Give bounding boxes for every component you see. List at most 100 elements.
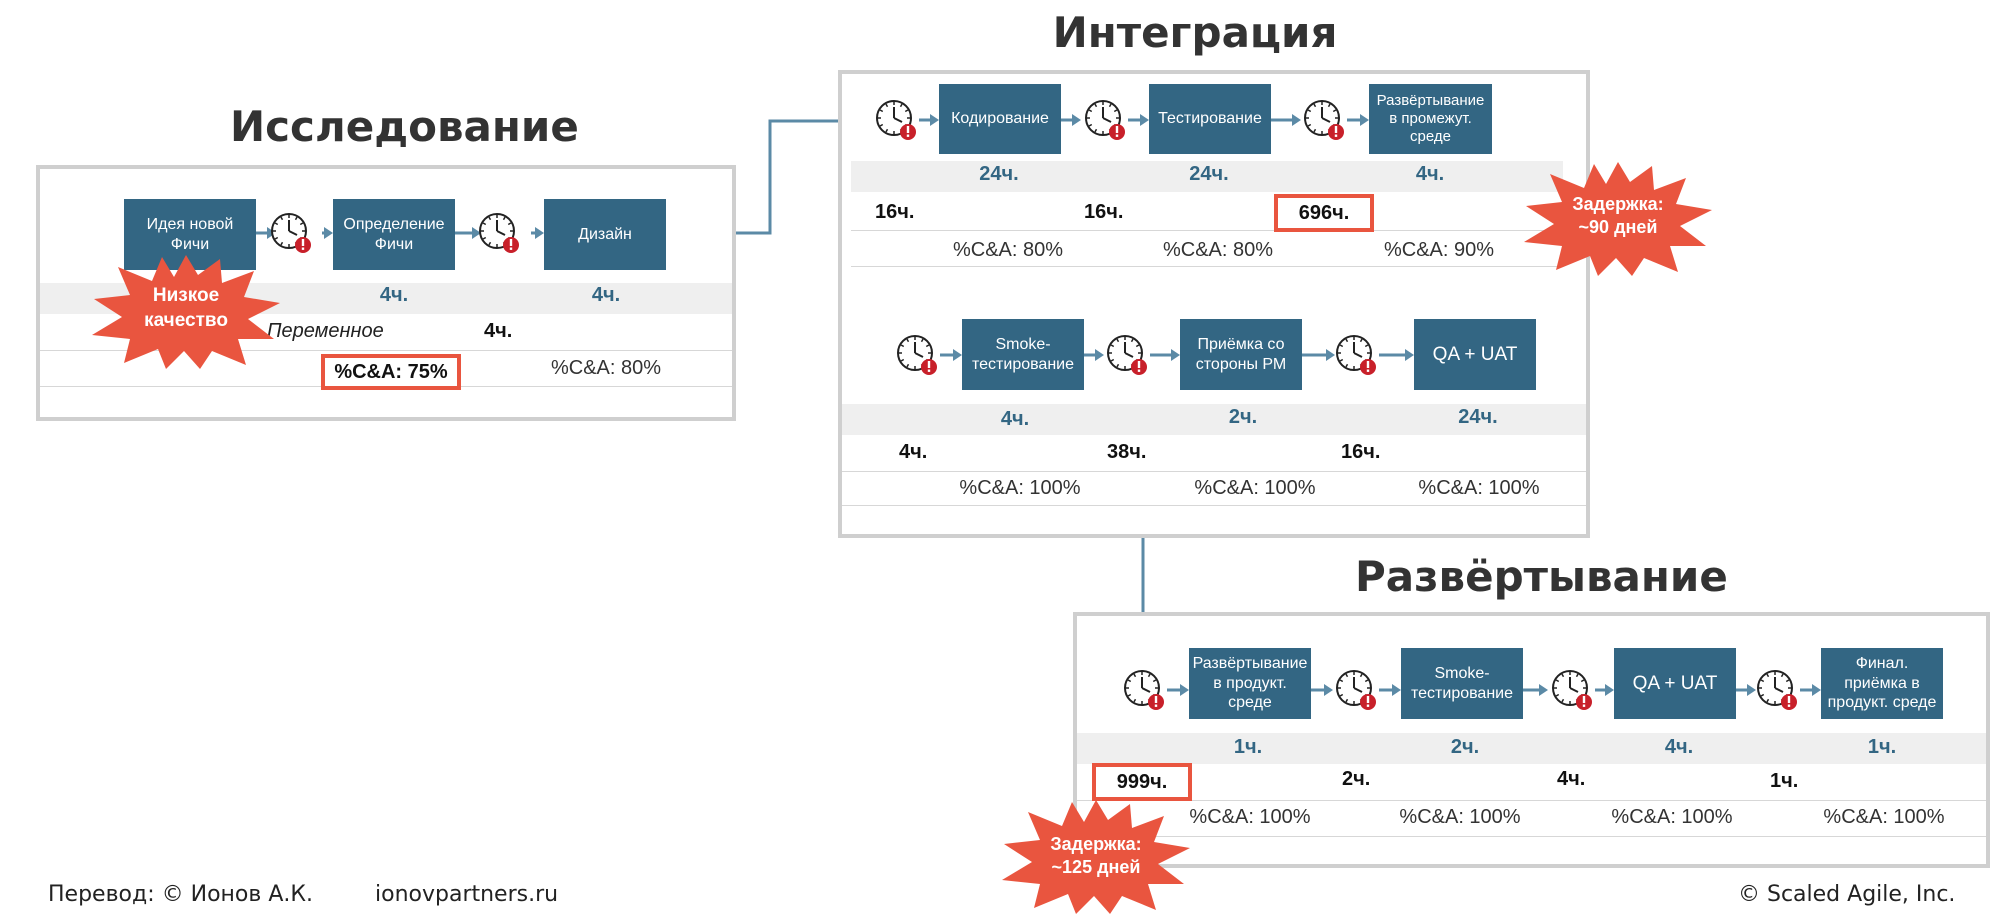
flow-arrow	[1379, 684, 1401, 696]
wait-clock-icon	[479, 213, 519, 253]
wait-clock-icon	[1336, 670, 1376, 710]
footer-site: ionovpartners.ru	[375, 882, 559, 907]
flow-arrow	[1084, 349, 1104, 361]
deployment-title: Развёртывание	[1355, 552, 1728, 601]
ca-value: %C&A: 80%	[1162, 239, 1274, 261]
wait-clock-icon	[897, 335, 937, 375]
wait-clock-icon	[1552, 670, 1592, 710]
process-time: 1ч.	[1233, 736, 1263, 758]
flow-arrow	[1311, 684, 1333, 696]
lead-time: 38ч.	[1107, 441, 1147, 463]
flow-arrow	[1271, 114, 1301, 126]
deployment-row-divider	[1077, 800, 1986, 801]
process-time: 24ч.	[979, 163, 1019, 185]
wait-clock-icon	[876, 100, 916, 140]
flow-arrow	[1800, 684, 1821, 696]
flow-arrow	[1167, 684, 1189, 696]
footer-translation: Перевод: © Ионов А.К.	[48, 882, 313, 907]
step-smoke-testing: Smoke- тестирование	[962, 319, 1084, 390]
ca-value: %C&A: 90%	[1383, 239, 1495, 261]
step-staging-deploy: Развёртывание в промежут. среде	[1369, 84, 1492, 154]
wait-clock-icon	[1107, 335, 1147, 375]
ca-highlight: %C&A: 75%	[321, 354, 461, 390]
research-row-divider	[40, 350, 732, 351]
ca-value: %C&A: 100%	[1611, 806, 1733, 828]
flow-arrow	[322, 227, 333, 239]
lead-time: 1ч.	[1770, 770, 1799, 792]
ca-value: %C&A: 100%	[1194, 477, 1316, 499]
integration-process-band-row2	[842, 404, 1586, 435]
ca-value: %C&A: 100%	[959, 477, 1081, 499]
step-qa-uat: QA + UAT	[1414, 319, 1536, 390]
lead-time: 16ч.	[1341, 441, 1381, 463]
lead-time: 4ч.	[1557, 768, 1586, 790]
flow-arrow	[1736, 684, 1756, 696]
process-time: 2ч.	[1450, 736, 1480, 758]
ca-value: %C&A: 80%	[952, 239, 1064, 261]
flow-arrow	[1061, 114, 1081, 126]
process-time: 2ч.	[1228, 406, 1258, 428]
process-time: 1ч.	[1867, 736, 1897, 758]
lead-time: 4ч.	[899, 441, 928, 463]
flow-arrow	[1347, 114, 1369, 126]
flow-arrow	[1595, 684, 1614, 696]
step-design: Дизайн	[544, 199, 666, 270]
step-feature-definition: Определение Фичи	[333, 199, 455, 270]
delay-90-burst: Задержка: ~90 дней	[1520, 160, 1716, 278]
process-time: 4ч.	[379, 284, 409, 306]
wait-clock-icon	[1757, 670, 1797, 710]
wait-clock-icon	[1085, 100, 1125, 140]
flow-arrow	[1128, 114, 1149, 126]
integration-row-divider	[851, 230, 1563, 231]
flow-arrow	[919, 114, 939, 126]
flow-arrow	[1523, 684, 1548, 696]
lead-time: 2ч.	[1342, 768, 1371, 790]
integration-process-band-row1	[851, 161, 1563, 192]
process-time: 4ч.	[1664, 736, 1694, 758]
step-coding: Кодирование	[939, 84, 1061, 154]
wait-clock-icon	[1336, 335, 1376, 375]
step-feature-idea: Идея новой Фичи	[124, 199, 256, 270]
step-smoke-testing-prod: Smoke- тестирование	[1401, 648, 1523, 719]
process-time: 24ч.	[1189, 163, 1229, 185]
lead-time: Переменное	[267, 320, 384, 342]
step-testing: Тестирование	[1149, 84, 1271, 154]
flow-arrow	[1379, 349, 1414, 361]
ca-value: %C&A: 100%	[1399, 806, 1521, 828]
ca-value: %C&A: 100%	[1189, 806, 1311, 828]
integration-row-divider	[842, 471, 1586, 472]
wait-clock-icon	[1124, 670, 1164, 710]
process-time: 4ч.	[1000, 408, 1030, 430]
ca-value: %C&A: 100%	[1823, 806, 1945, 828]
flow-arrow	[940, 349, 962, 361]
step-pm-acceptance: Приёмка со стороны РМ	[1180, 319, 1302, 390]
low-quality-burst-text: Низкое качество	[144, 285, 228, 331]
wait-clock-icon	[271, 213, 311, 253]
step-qa-uat-prod: QA + UAT	[1614, 648, 1736, 719]
process-time: 4ч.	[1415, 163, 1445, 185]
flow-arrow	[1150, 349, 1180, 361]
ca-value: %C&A: 80%	[550, 357, 662, 379]
deployment-row-divider	[1077, 836, 1986, 837]
step-final-acceptance: Финал. приёмка в продукт. среде	[1821, 648, 1943, 719]
integration-row-divider	[842, 505, 1586, 506]
flow-arrow	[531, 227, 544, 239]
ca-value: %C&A: 100%	[1418, 477, 1540, 499]
lead-time-highlight: 696ч.	[1274, 194, 1374, 232]
process-time: 4ч.	[591, 284, 621, 306]
delay-90-burst-text: Задержка: ~90 дней	[1572, 194, 1664, 238]
lead-time: 4ч.	[484, 320, 513, 342]
step-prod-deploy: Развёртывание в продукт. среде	[1189, 648, 1311, 719]
footer-copyright: © Scaled Agile, Inc.	[1738, 882, 1956, 907]
low-quality-burst: Низкое качество	[88, 253, 284, 371]
integration-row-divider	[851, 266, 1563, 267]
wait-clock-icon	[1304, 100, 1344, 140]
flow-arrow	[1302, 349, 1335, 361]
process-time: 24ч.	[1458, 406, 1498, 428]
deployment-process-band	[1077, 733, 1986, 764]
lead-time: 16ч.	[1084, 201, 1124, 223]
lead-time: 16ч.	[875, 201, 915, 223]
lead-time-highlight: 999ч.	[1092, 763, 1192, 801]
integration-title: Интеграция	[1052, 8, 1338, 57]
